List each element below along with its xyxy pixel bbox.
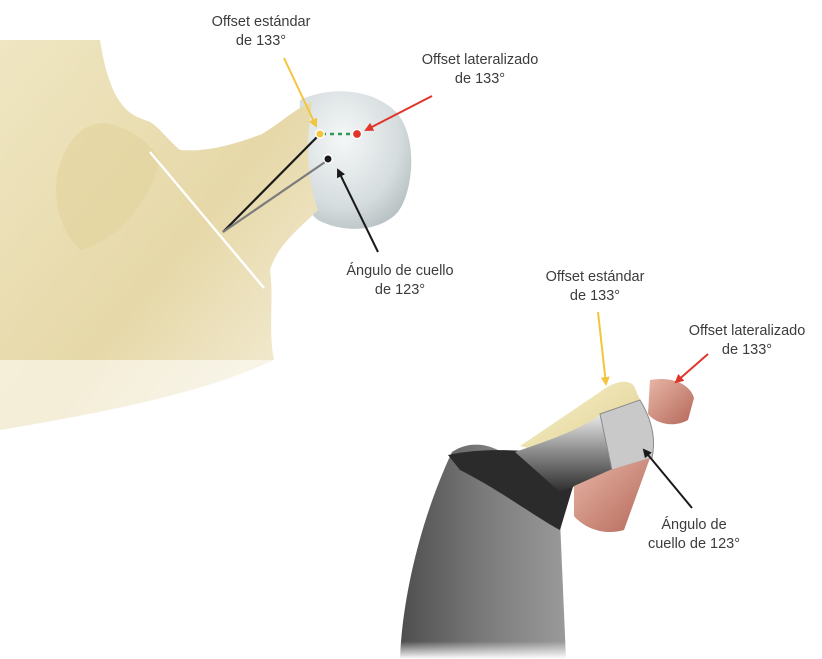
implant-lateralized-offset-line2: de 133° — [674, 341, 820, 360]
implant-lateralized-offset-label: Offset lateralizado de 133° — [674, 322, 820, 360]
implant-neck-angle-line2: cuello de 123° — [624, 535, 764, 554]
implant-standard-offset-label: Offset estándar de 133° — [530, 268, 660, 306]
implant-illustration — [390, 312, 708, 659]
femur-standard-offset-line2: de 133° — [196, 32, 326, 51]
neck-angle-point — [324, 155, 332, 163]
femur-standard-offset-line1: Offset estándar — [196, 13, 326, 32]
implant-lateralized-offset-line1: Offset lateralizado — [674, 322, 820, 341]
femur-neck-angle-line1: Ángulo de cuello — [330, 262, 470, 281]
femur-lateralized-offset-line2: de 133° — [405, 70, 555, 89]
femur-standard-offset-label: Offset estándar de 133° — [196, 13, 326, 51]
implant-standard-offset-arrow — [598, 312, 606, 384]
implant-lateralized-cap — [648, 379, 694, 424]
implant-neck-angle-arrow — [644, 450, 692, 508]
implant-neck-angle-line1: Ángulo de — [624, 516, 764, 535]
femur-lateralized-offset-label: Offset lateralizado de 133° — [405, 51, 555, 89]
femur-neck-angle-label: Ángulo de cuello de 123° — [330, 262, 470, 300]
implant-standard-offset-line1: Offset estándar — [530, 268, 660, 287]
standard-offset-point — [316, 130, 324, 138]
femur-lateralized-offset-line1: Offset lateralizado — [405, 51, 555, 70]
implant-neck-angle-label: Ángulo de cuello de 123° — [624, 516, 764, 554]
lateralized-offset-point — [352, 129, 361, 138]
implant-standard-offset-line2: de 133° — [530, 287, 660, 306]
femur-neck-angle-line2: de 123° — [330, 281, 470, 300]
femur-illustration — [0, 40, 432, 460]
